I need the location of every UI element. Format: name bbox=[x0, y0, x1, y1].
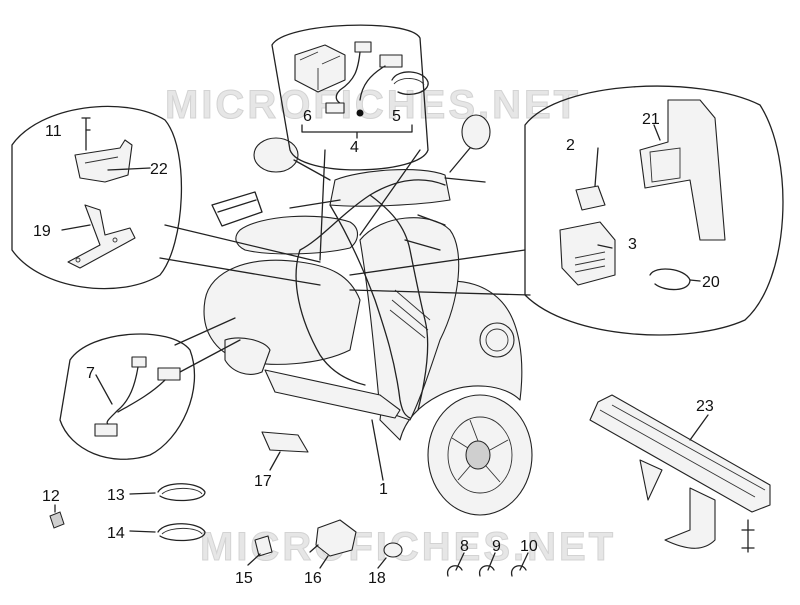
wiring-harness bbox=[295, 179, 446, 419]
control-unit bbox=[559, 221, 616, 286]
callout-labels: 1 2 3 4 5 6 7 8 9 10 11 12 13 14 15 16 1… bbox=[33, 108, 720, 587]
callout-2: 2 bbox=[566, 137, 575, 154]
callout-21: 21 bbox=[642, 111, 660, 128]
callout-7: 7 bbox=[86, 365, 95, 382]
cable-clip bbox=[391, 71, 429, 96]
frame-bracket-23 bbox=[589, 394, 771, 553]
connector-small bbox=[354, 41, 372, 53]
watermark-top: MICROFICHES.NET bbox=[165, 83, 581, 127]
clamp-13 bbox=[157, 483, 206, 502]
bracket-22 bbox=[74, 139, 133, 183]
clip-9 bbox=[478, 565, 495, 577]
side-panel bbox=[224, 337, 271, 375]
switch-16 bbox=[315, 519, 357, 557]
clip-10 bbox=[510, 565, 527, 577]
seat bbox=[235, 215, 359, 255]
callout-13: 13 bbox=[107, 487, 125, 504]
callout-14: 14 bbox=[107, 525, 125, 542]
callout-20: 20 bbox=[702, 274, 720, 291]
screw bbox=[81, 117, 91, 151]
clip-ring-20 bbox=[649, 268, 691, 291]
clip-15 bbox=[254, 535, 273, 557]
callout-8: 8 bbox=[460, 538, 469, 555]
callout-22: 22 bbox=[150, 161, 168, 178]
callout-12: 12 bbox=[42, 488, 60, 505]
detail-brackets bbox=[11, 105, 321, 290]
callout-16: 16 bbox=[304, 570, 322, 587]
connector-7b bbox=[157, 367, 181, 381]
callout-9: 9 bbox=[492, 538, 501, 555]
callout-23: 23 bbox=[696, 398, 714, 415]
callout-6: 6 bbox=[303, 108, 312, 125]
callout-18: 18 bbox=[368, 570, 386, 587]
clamp-14 bbox=[157, 523, 206, 542]
detail-control-units bbox=[349, 85, 784, 336]
mirror-right bbox=[461, 114, 491, 150]
callout-10: 10 bbox=[520, 538, 538, 555]
detail-cable bbox=[59, 317, 241, 460]
floorboard bbox=[264, 369, 401, 419]
callout-3: 3 bbox=[628, 236, 637, 253]
callout-17: 17 bbox=[254, 473, 272, 490]
connector-7a bbox=[131, 356, 147, 368]
connector-large bbox=[379, 54, 403, 68]
callout-1: 1 bbox=[379, 481, 388, 498]
detail-connectors bbox=[271, 24, 429, 261]
callout-5: 5 bbox=[392, 108, 401, 125]
connector-7c bbox=[94, 423, 118, 437]
nut-clip bbox=[49, 511, 65, 529]
plug-18 bbox=[383, 542, 403, 558]
scooter-illustration bbox=[203, 114, 533, 516]
bracket-19 bbox=[67, 204, 136, 269]
ground-point bbox=[356, 109, 364, 117]
leader-lines bbox=[54, 124, 709, 571]
handlebar-cover bbox=[329, 169, 451, 207]
clip-8 bbox=[446, 565, 463, 577]
connector-6 bbox=[325, 102, 345, 114]
callout-4: 4 bbox=[350, 139, 359, 156]
fuse bbox=[575, 185, 606, 211]
headlight bbox=[479, 322, 515, 358]
callout-11: 11 bbox=[45, 123, 62, 140]
watermark-bottom: MICROFICHES.NET bbox=[200, 525, 616, 569]
callout-15: 15 bbox=[235, 570, 253, 587]
mirror-left bbox=[253, 137, 299, 173]
callout-19: 19 bbox=[33, 223, 51, 240]
label-plate bbox=[261, 431, 309, 453]
mounting-plate bbox=[639, 99, 726, 241]
